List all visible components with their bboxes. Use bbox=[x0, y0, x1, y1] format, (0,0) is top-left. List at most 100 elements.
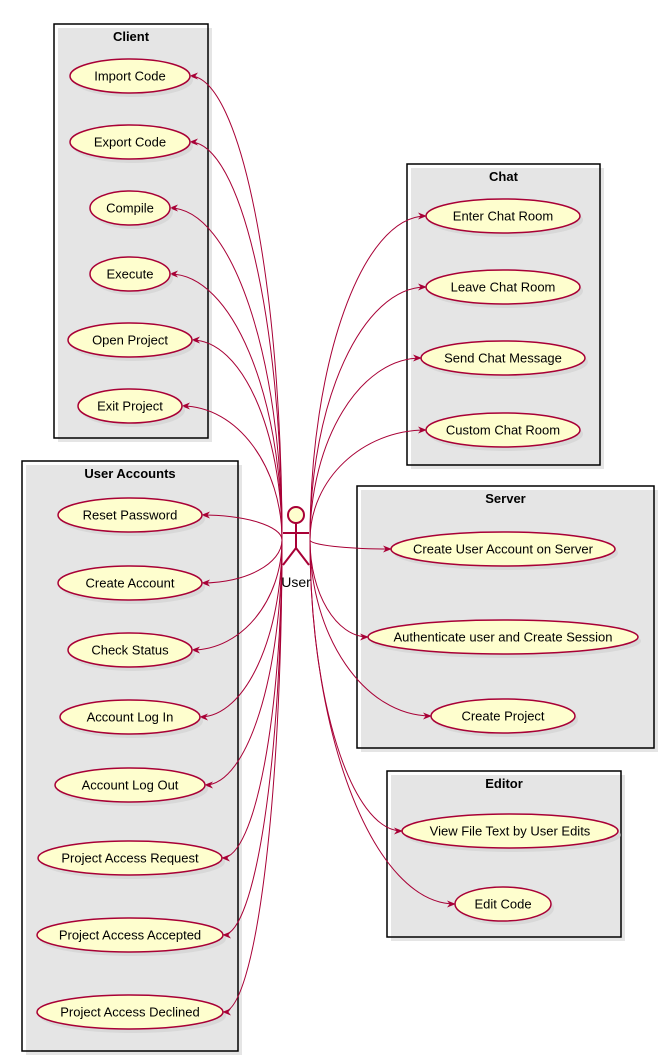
usecase-project-access-request: Project Access Request bbox=[37, 840, 225, 879]
association-arrow-reset-password bbox=[201, 511, 283, 541]
usecase-open-project: Open Project bbox=[67, 322, 195, 361]
usecase-ellipse bbox=[401, 813, 619, 849]
usecase-label: Execute bbox=[107, 267, 154, 282]
usecase-account-log-out: Account Log Out bbox=[54, 767, 208, 806]
usecase-ellipse bbox=[36, 917, 224, 953]
usecase-view-file-text-by-user-edits: View File Text by User Edits bbox=[401, 813, 621, 852]
usecase-label: Export Code bbox=[94, 135, 166, 150]
usecase-ellipse bbox=[390, 531, 616, 567]
usecase-ellipse bbox=[69, 124, 191, 160]
usecase-ellipse bbox=[37, 840, 223, 876]
association-arrow-exit-project bbox=[181, 402, 283, 541]
association-arrow-account-log-out bbox=[204, 539, 283, 789]
usecase-label: Project Access Request bbox=[61, 851, 199, 866]
usecase-ellipse bbox=[77, 388, 183, 424]
package-frame bbox=[356, 485, 655, 749]
association-arrow-enter-chat-room bbox=[309, 212, 427, 541]
usecase-label: Edit Code bbox=[474, 897, 531, 912]
association-arrow-compile bbox=[169, 204, 283, 541]
usecase-ellipse bbox=[67, 322, 193, 358]
usecase-ellipse bbox=[454, 886, 552, 922]
package-frame bbox=[53, 23, 209, 439]
package-shadow bbox=[26, 465, 242, 1055]
package-frame bbox=[386, 770, 622, 938]
usecase-reset-password: Reset Password bbox=[57, 497, 205, 536]
package-shadow bbox=[58, 28, 212, 442]
usecase-label: Reset Password bbox=[83, 508, 178, 523]
usecase-ellipse bbox=[54, 767, 206, 803]
usecase-label: Create Project bbox=[461, 709, 544, 724]
usecase-label: Exit Project bbox=[97, 399, 163, 414]
usecase-import-code: Import Code bbox=[69, 58, 193, 97]
association-arrow-import-code bbox=[189, 72, 283, 541]
usecase-compile: Compile bbox=[89, 190, 173, 229]
usecase-ellipse bbox=[430, 698, 576, 734]
usecase-label: Check Status bbox=[91, 643, 169, 658]
association-arrow-export-code bbox=[189, 138, 283, 541]
usecase-ellipse bbox=[367, 619, 639, 655]
association-arrow-authenticate-user-and-create-session bbox=[309, 539, 369, 641]
usecase-ellipse bbox=[57, 497, 203, 533]
usecase-send-chat-message: Send Chat Message bbox=[420, 340, 588, 379]
package-frame bbox=[406, 163, 601, 466]
usecase-ellipse bbox=[420, 340, 586, 376]
usecase-export-code: Export Code bbox=[69, 124, 193, 163]
usecase-leave-chat-room: Leave Chat Room bbox=[425, 269, 583, 308]
association-arrow-execute bbox=[169, 270, 283, 541]
package-frame bbox=[21, 460, 239, 1052]
usecase-label: Create Account bbox=[86, 576, 175, 591]
stick-figure-actor-icon bbox=[282, 506, 310, 566]
usecase-check-status: Check Status bbox=[67, 632, 195, 671]
user-actor: User bbox=[281, 506, 311, 590]
usecase-label: Send Chat Message bbox=[444, 351, 562, 366]
association-arrow-open-project bbox=[191, 336, 283, 541]
usecase-exit-project: Exit Project bbox=[77, 388, 185, 427]
usecase-execute: Execute bbox=[89, 256, 173, 295]
usecase-label: Open Project bbox=[92, 333, 168, 348]
association-arrow-project-access-accepted bbox=[222, 539, 283, 939]
usecase-account-log-in: Account Log In bbox=[59, 699, 203, 738]
association-arrow-project-access-declined bbox=[222, 539, 283, 1016]
usecase-ellipse bbox=[59, 699, 201, 735]
usecase-label: Create User Account on Server bbox=[413, 542, 594, 557]
usecase-label: Leave Chat Room bbox=[451, 280, 556, 295]
usecase-ellipse bbox=[67, 632, 193, 668]
association-arrow-account-log-in bbox=[199, 539, 283, 721]
association-arrow-create-user-account-on-server bbox=[309, 539, 392, 553]
usecase-ellipse bbox=[89, 256, 171, 292]
association-arrow-create-project bbox=[309, 539, 432, 720]
usecase-edit-code: Edit Code bbox=[454, 886, 554, 925]
usecase-label: Account Log In bbox=[87, 710, 174, 725]
usecase-ellipse bbox=[425, 198, 581, 234]
actor-label: User bbox=[281, 574, 311, 590]
association-arrow-project-access-request bbox=[221, 539, 283, 862]
association-arrow-custom-chat-room bbox=[309, 426, 427, 541]
usecase-create-project: Create Project bbox=[430, 698, 578, 737]
usecase-ellipse bbox=[69, 58, 191, 94]
usecase-create-account: Create Account bbox=[57, 565, 205, 604]
usecase-label: Custom Chat Room bbox=[446, 423, 560, 438]
usecase-create-user-account-on-server: Create User Account on Server bbox=[390, 531, 618, 570]
usecase-label: Enter Chat Room bbox=[453, 209, 553, 224]
usecase-label: Project Access Accepted bbox=[59, 928, 201, 943]
association-arrow-leave-chat-room bbox=[309, 283, 427, 541]
package-user-accounts: User Accounts bbox=[21, 460, 242, 1055]
usecase-label: Compile bbox=[106, 201, 154, 216]
usecase-label: Import Code bbox=[94, 69, 166, 84]
usecase-authenticate-user-and-create-session: Authenticate user and Create Session bbox=[367, 619, 641, 658]
package-title-client: Client bbox=[113, 29, 150, 44]
package-title-user-accounts: User Accounts bbox=[84, 466, 175, 481]
association-arrow-check-status bbox=[191, 539, 283, 654]
package-title-server: Server bbox=[485, 491, 525, 506]
association-arrow-edit-code bbox=[309, 539, 456, 908]
usecase-ellipse bbox=[425, 269, 581, 305]
usecase-enter-chat-room: Enter Chat Room bbox=[425, 198, 583, 237]
usecase-ellipse bbox=[89, 190, 171, 226]
usecase-ellipse bbox=[425, 412, 581, 448]
usecase-label: Account Log Out bbox=[82, 778, 179, 793]
association-arrow-create-account bbox=[201, 539, 283, 587]
usecase-label: Project Access Declined bbox=[60, 1005, 199, 1020]
usecase-ellipse bbox=[36, 994, 224, 1030]
usecase-project-access-declined: Project Access Declined bbox=[36, 994, 226, 1033]
